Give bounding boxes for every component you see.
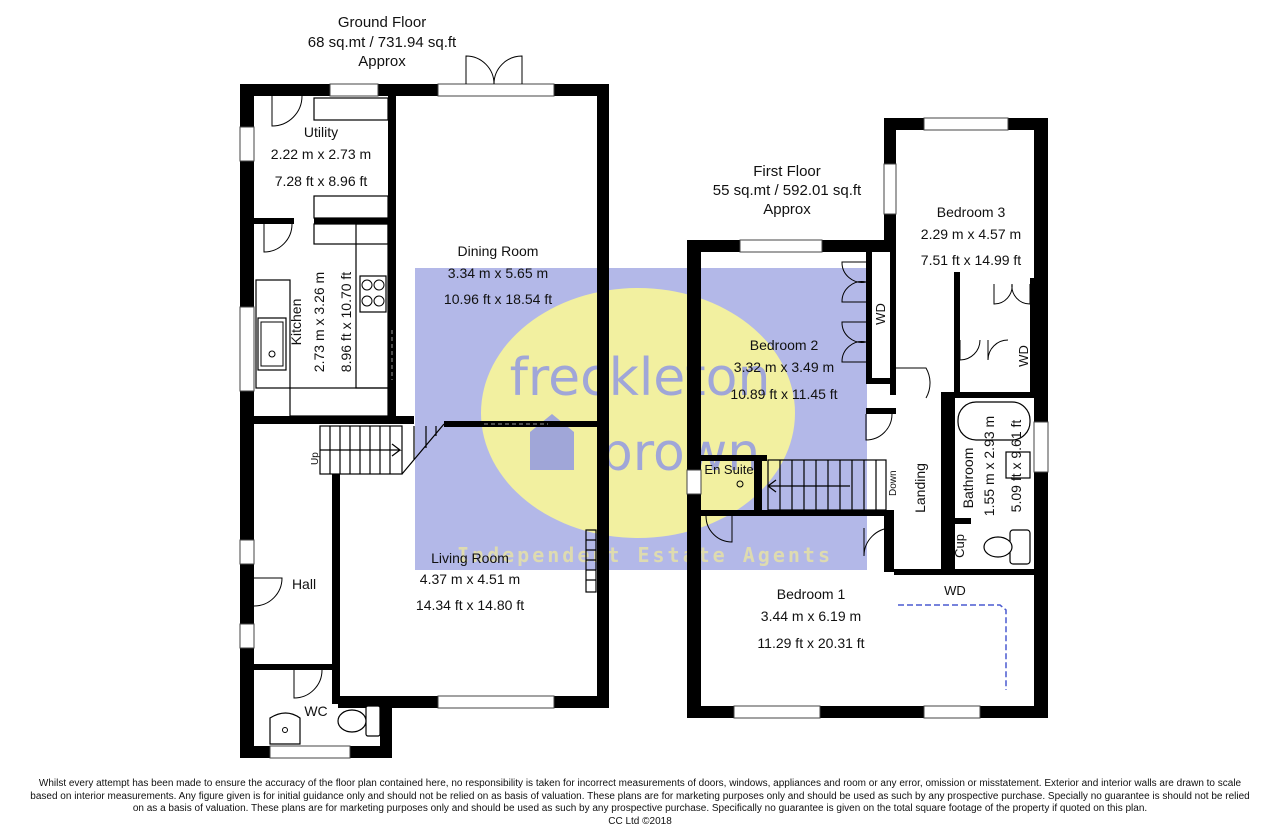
room-name: Bedroom 1 bbox=[777, 586, 846, 602]
watermark-tagline: Independent Estate Agents bbox=[457, 543, 833, 567]
ground-floor-staircase: Up bbox=[310, 423, 445, 475]
room-metric: 3.32 m x 3.49 m bbox=[734, 359, 834, 375]
room-metric: 1.55 m x 2.93 m bbox=[981, 416, 997, 516]
room-bedroom3: Bedroom 3 2.29 m x 4.57 m 7.51 ft x 14.9… bbox=[921, 204, 1022, 268]
room-metric: 2.22 m x 2.73 m bbox=[271, 146, 371, 162]
floor-plan-drawing: freckleton brown Independent Estate Agen… bbox=[239, 14, 1049, 759]
watermark-ellipse bbox=[481, 288, 795, 538]
room-cup: Cup bbox=[952, 534, 967, 558]
room-imperial: 5.09 ft x 9.61 ft bbox=[1008, 420, 1024, 513]
room-bathroom: Bathroom 1.55 m x 2.93 m 5.09 ft x 9.61 … bbox=[960, 416, 1024, 516]
room-metric: 4.37 m x 4.51 m bbox=[420, 571, 520, 587]
first-floor-approx: Approx bbox=[763, 201, 811, 218]
first-floor-plan: Down bbox=[686, 117, 1049, 719]
room-imperial: 8.96 ft x 10.70 ft bbox=[338, 272, 354, 373]
room-metric: 3.34 m x 5.65 m bbox=[448, 265, 548, 281]
disclaimer-text: Whilst every attempt has been made to en… bbox=[0, 778, 1280, 828]
room-kitchen: Kitchen 2.73 m x 3.26 m 8.96 ft x 10.70 … bbox=[288, 272, 354, 373]
room-bedroom2: Bedroom 2 3.32 m x 3.49 m 10.89 ft x 11.… bbox=[730, 337, 837, 402]
ground-floor-title: Ground Floor bbox=[338, 14, 426, 31]
first-floor-heading: First Floor 55 sq.mt / 592.01 sq.ft Appr… bbox=[713, 163, 862, 218]
ground-floor-approx: Approx bbox=[358, 53, 406, 70]
first-floor-title: First Floor bbox=[753, 163, 821, 180]
room-name: Bedroom 2 bbox=[750, 337, 819, 353]
room-ensuite: En Suite bbox=[704, 462, 753, 477]
room-hall: Hall bbox=[292, 576, 316, 592]
room-imperial: 11.29 ft x 20.31 ft bbox=[757, 635, 864, 651]
room-utility: Utility 2.22 m x 2.73 m 7.28 ft x 8.96 f… bbox=[271, 124, 371, 189]
ground-floor-heading: Ground Floor 68 sq.mt / 731.94 sq.ft App… bbox=[308, 14, 457, 70]
room-name: Dining Room bbox=[458, 243, 539, 259]
ground-floor-area: 68 sq.mt / 731.94 sq.ft bbox=[308, 34, 457, 51]
stairs-up-label: Up bbox=[310, 452, 321, 465]
watermark-line1: freckleton bbox=[510, 348, 771, 408]
wardrobe-label-bedroom2: WD bbox=[873, 303, 888, 325]
agency-watermark: freckleton brown Independent Estate Agen… bbox=[415, 268, 867, 570]
disclaimer-line: based on interior measurements. Any figu… bbox=[30, 790, 1250, 802]
copyright-line: CC Ltd ©2018 bbox=[608, 815, 672, 827]
room-imperial: 10.89 ft x 11.45 ft bbox=[730, 386, 837, 402]
watermark-line2: brown bbox=[600, 423, 761, 483]
stairs-down-label: Down bbox=[888, 470, 899, 496]
room-dining: Dining Room 3.34 m x 5.65 m 10.96 ft x 1… bbox=[444, 243, 552, 307]
room-name: Living Room bbox=[431, 550, 509, 566]
first-floor-staircase: Down bbox=[767, 459, 899, 511]
room-landing: Landing bbox=[912, 463, 928, 513]
room-name: Bathroom bbox=[960, 448, 976, 509]
wardrobe-label-bedroom1: WD bbox=[944, 583, 966, 598]
wardrobe-label-bedroom3: WD bbox=[1016, 345, 1031, 367]
room-name: Kitchen bbox=[288, 299, 304, 346]
room-imperial: 10.96 ft x 18.54 ft bbox=[444, 291, 552, 307]
room-living: Living Room 4.37 m x 4.51 m 14.34 ft x 1… bbox=[416, 550, 524, 613]
room-metric: 2.73 m x 3.26 m bbox=[311, 272, 327, 372]
room-name: Utility bbox=[304, 124, 338, 140]
first-floor-area: 55 sq.mt / 592.01 sq.ft bbox=[713, 182, 862, 199]
disclaimer-line: Whilst every attempt has been made to en… bbox=[38, 778, 1242, 789]
room-metric: 3.44 m x 6.19 m bbox=[761, 608, 861, 624]
room-wc: WC bbox=[304, 703, 327, 719]
room-imperial: 7.51 ft x 14.99 ft bbox=[921, 252, 1022, 268]
ground-floor-plan: Up bbox=[239, 55, 609, 759]
room-metric: 2.29 m x 4.57 m bbox=[921, 226, 1021, 242]
room-imperial: 7.28 ft x 8.96 ft bbox=[275, 173, 368, 189]
room-name: Bedroom 3 bbox=[937, 204, 1006, 220]
watermark-house-icon bbox=[530, 414, 574, 470]
room-imperial: 14.34 ft x 14.80 ft bbox=[416, 597, 524, 613]
room-bedroom1: Bedroom 1 3.44 m x 6.19 m 11.29 ft x 20.… bbox=[757, 586, 864, 651]
disclaimer-line: on as a basis of valuation. These plans … bbox=[132, 803, 1148, 814]
